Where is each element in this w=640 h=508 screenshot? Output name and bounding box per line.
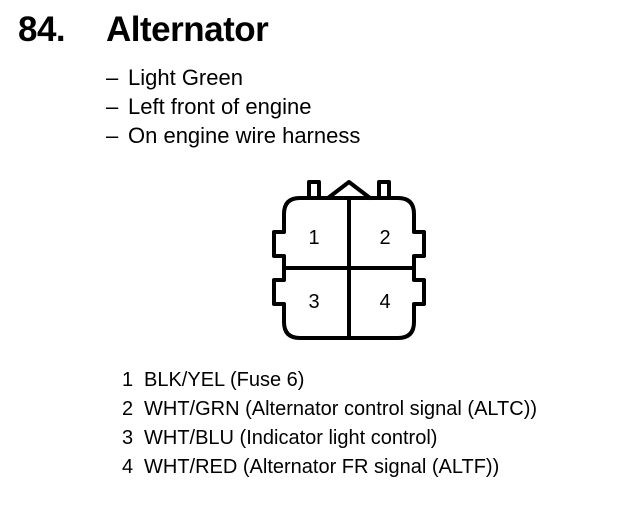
terminal-label: 4 bbox=[379, 291, 390, 313]
dash-bullet: – bbox=[106, 65, 119, 90]
detail-text: Left front of engine bbox=[128, 94, 312, 119]
terminal-label: 3 bbox=[308, 291, 319, 313]
pin-number: 3 bbox=[122, 427, 134, 449]
detail-location: –Left front of engine bbox=[106, 92, 360, 121]
component-details: –Light Green –Left front of engine –On e… bbox=[106, 63, 360, 150]
connector-diagram: 1 2 3 4 bbox=[272, 180, 426, 340]
connector-post-left bbox=[307, 180, 321, 200]
detail-harness: –On engine wire harness bbox=[106, 121, 360, 150]
pin-number: 4 bbox=[122, 456, 134, 478]
connector-latch bbox=[326, 180, 372, 200]
detail-color: –Light Green bbox=[106, 63, 360, 92]
connector-outline bbox=[272, 196, 426, 340]
pin-description: WHT/BLU (Indicator light control) bbox=[144, 427, 438, 449]
dash-bullet: – bbox=[106, 94, 119, 119]
pin-row: 2 WHT/GRN (Alternator control signal (ALT… bbox=[122, 395, 537, 424]
pin-row: 3 WHT/BLU (Indicator light control) bbox=[122, 424, 537, 453]
pin-description: BLK/YEL (Fuse 6) bbox=[144, 369, 305, 391]
detail-text: On engine wire harness bbox=[128, 123, 361, 148]
terminal-label: 2 bbox=[379, 227, 390, 249]
pin-row: 4 WHT/RED (Alternator FR signal (ALTF)) bbox=[122, 453, 537, 482]
pin-list: 1 BLK/YEL (Fuse 6) 2 WHT/GRN (Alternator c… bbox=[122, 366, 537, 482]
pin-number: 1 bbox=[122, 369, 134, 391]
dash-bullet: – bbox=[106, 123, 119, 148]
component-title: Alternator bbox=[106, 10, 269, 49]
pin-row: 1 BLK/YEL (Fuse 6) bbox=[122, 366, 537, 395]
terminal-label: 1 bbox=[308, 227, 319, 249]
pin-description: WHT/GRN (Alternator control signal (ALTC… bbox=[144, 398, 538, 420]
pin-description: WHT/RED (Alternator FR signal (ALTF)) bbox=[144, 456, 500, 478]
section-number: 84. bbox=[18, 10, 66, 49]
pin-number: 2 bbox=[122, 398, 134, 420]
connector-post-right bbox=[377, 180, 391, 200]
detail-text: Light Green bbox=[128, 65, 243, 90]
